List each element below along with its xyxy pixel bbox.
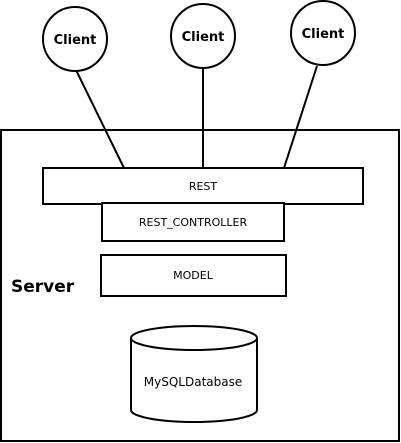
model-label: MODEL: [173, 269, 214, 282]
database-rim: [130, 337, 258, 351]
client-label: Client: [182, 30, 225, 45]
client-node-3: Client: [290, 0, 356, 66]
server-label: Server: [11, 277, 75, 297]
client-circle: [170, 3, 236, 69]
client-node-2: Client: [170, 3, 236, 69]
rest-layer-label: REST: [189, 180, 218, 193]
database-top: [130, 325, 258, 339]
client-label: Client: [54, 33, 97, 48]
client-node-1: Client: [42, 6, 108, 72]
database-cylinder-icon: [130, 325, 258, 423]
database-body: [130, 338, 258, 423]
client-label: Client: [302, 27, 345, 42]
model-box: [100, 254, 287, 297]
rest-layer-box: [42, 167, 364, 205]
client-3-connector: [283, 65, 318, 169]
client-circle: [290, 0, 356, 66]
database-label: MySQLDatabase: [144, 375, 242, 389]
rest-controller-box: [101, 202, 285, 242]
rest-controller-label: REST_CONTROLLER: [139, 216, 248, 229]
client-1-connector: [74, 67, 125, 169]
client-circle: [42, 6, 108, 72]
